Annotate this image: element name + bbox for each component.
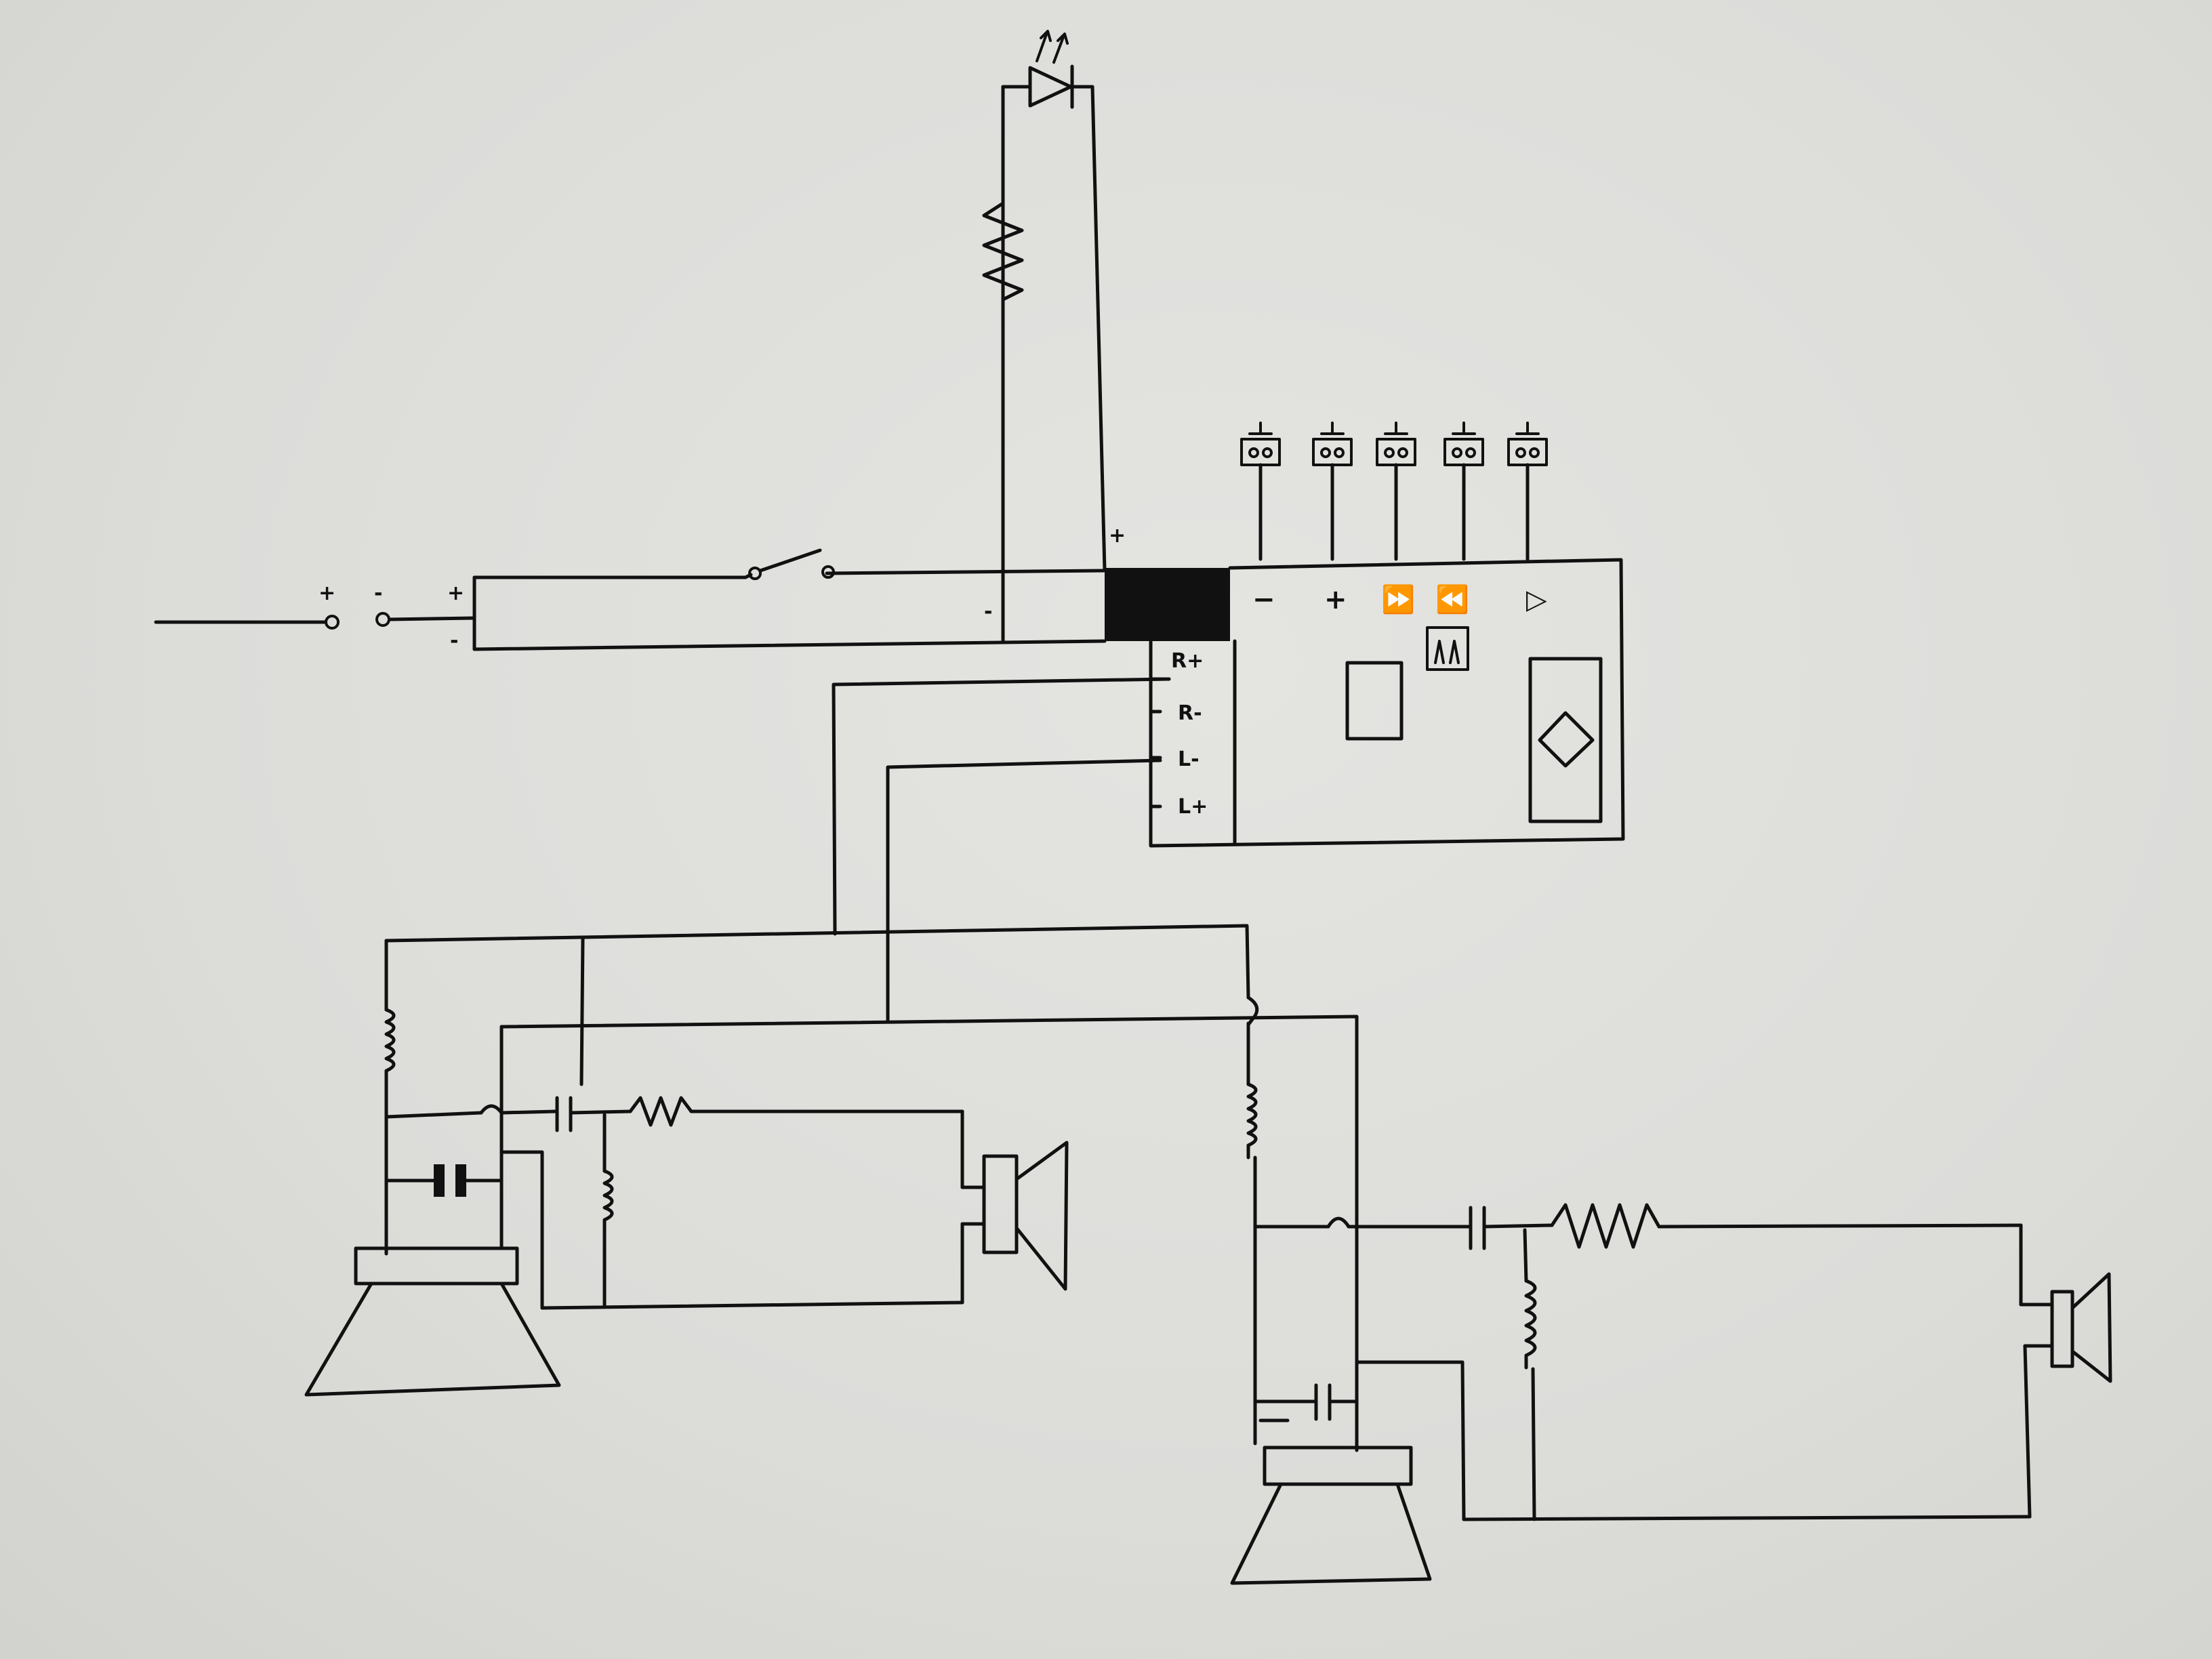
- pin-l-plus: L+: [1178, 795, 1208, 819]
- tweeter-cone-right: [2070, 1272, 2112, 1383]
- woofer-cone-left: [304, 1282, 561, 1397]
- woofer-magnet-right: [1263, 1446, 1413, 1486]
- module-connector: [1528, 657, 1603, 823]
- led-plus-wire: [1090, 85, 1107, 573]
- crossover-left: [384, 939, 964, 1310]
- prev-track-label: ⏪: [1435, 583, 1469, 615]
- tweeter-magnet-right: [2050, 1290, 2074, 1368]
- wire-crossover-hop-right: [1326, 1216, 1351, 1229]
- bus-left-channel: [499, 1015, 1359, 1229]
- tweeter-resistor-left: [628, 1096, 693, 1127]
- tweeter-speaker-left: [960, 1141, 1069, 1291]
- module-chip: [1345, 661, 1404, 741]
- mp3-module: R+ R- L- L+ − + ⏩ ⏪ ▷: [1105, 558, 1625, 848]
- volume-down-label: −: [1252, 584, 1275, 615]
- led-branch: + -: [982, 30, 1126, 643]
- led-diode: [1028, 66, 1073, 108]
- positive-rail-b: [825, 569, 1107, 575]
- push-buttons: [1240, 422, 1548, 561]
- crossover-right: [1246, 996, 2032, 1521]
- board-minus-label: -: [450, 629, 458, 653]
- woofer-inductor-right: [1246, 1082, 1258, 1160]
- input-plus-label: +: [319, 581, 335, 605]
- negative-rail: [472, 639, 1107, 651]
- pin-l-minus: L-: [1178, 747, 1200, 771]
- wire-l-minus: [886, 758, 1162, 1024]
- module-button-labels: − + ⏩ ⏪ ▷: [1252, 583, 1547, 615]
- pin-header: R+ R- L- L+: [1150, 649, 1208, 819]
- push-button-play: [1507, 422, 1548, 561]
- push-button-prev: [1443, 422, 1484, 561]
- switch-contact-b: [821, 565, 835, 579]
- module-connector-diamond: [1538, 711, 1595, 768]
- pin-r-minus: R-: [1178, 701, 1202, 725]
- wire-r-plus: [832, 677, 1171, 936]
- input-minus-label: -: [374, 581, 382, 605]
- minus-lead: [388, 616, 476, 621]
- module-small-component: [1426, 626, 1469, 671]
- volume-up-label: +: [1324, 584, 1347, 615]
- pin-r-plus: R+: [1171, 649, 1204, 673]
- power-input: + - + -: [154, 581, 476, 653]
- push-button-volume-up: [1312, 422, 1353, 561]
- tweeter-resistor-right: [1550, 1203, 1661, 1249]
- tweeter-cone-left: [1015, 1141, 1069, 1291]
- woofer-magnet-left: [354, 1246, 519, 1286]
- led-minus-label: -: [984, 600, 992, 623]
- woofer-speaker-right: [1230, 1446, 1432, 1585]
- audio-signal-wires: [384, 677, 1359, 1229]
- woofer-cap-left-b: [455, 1164, 466, 1197]
- minus-terminal: [375, 612, 390, 627]
- board-plus-label: +: [447, 581, 464, 605]
- woofer-cap-left-a: [434, 1164, 445, 1197]
- switch-contact-a: [748, 567, 762, 580]
- power-rails: [472, 569, 1107, 651]
- woofer-cone-right: [1230, 1482, 1432, 1585]
- push-button-volume-down: [1240, 422, 1281, 561]
- led-plus-label: +: [1109, 524, 1126, 548]
- module-power-block: [1105, 568, 1230, 641]
- bus-tap: [579, 937, 585, 1086]
- woofer-inductor-left: [384, 1008, 396, 1086]
- module-outline: [1149, 558, 1625, 848]
- led-resistor: [982, 201, 1024, 310]
- led-emission-arrows: [1036, 30, 1069, 64]
- wire-crossover-hop-left: [479, 1104, 504, 1115]
- tweeter-speaker-right: [2019, 1272, 2112, 1383]
- woofer-speaker-left: [304, 1246, 561, 1397]
- tweeter-inductor-left: [602, 1169, 614, 1229]
- switch-lever: [758, 548, 822, 573]
- tweeter-magnet-left: [982, 1154, 1019, 1254]
- plus-terminal: [325, 615, 340, 630]
- push-button-next: [1376, 422, 1416, 561]
- power-switch: [743, 548, 835, 580]
- tweeter-inductor-right: [1524, 1279, 1537, 1370]
- play-label: ▷: [1526, 584, 1547, 615]
- next-track-label: ⏩: [1381, 583, 1415, 615]
- bus-right-channel: [384, 924, 1250, 1000]
